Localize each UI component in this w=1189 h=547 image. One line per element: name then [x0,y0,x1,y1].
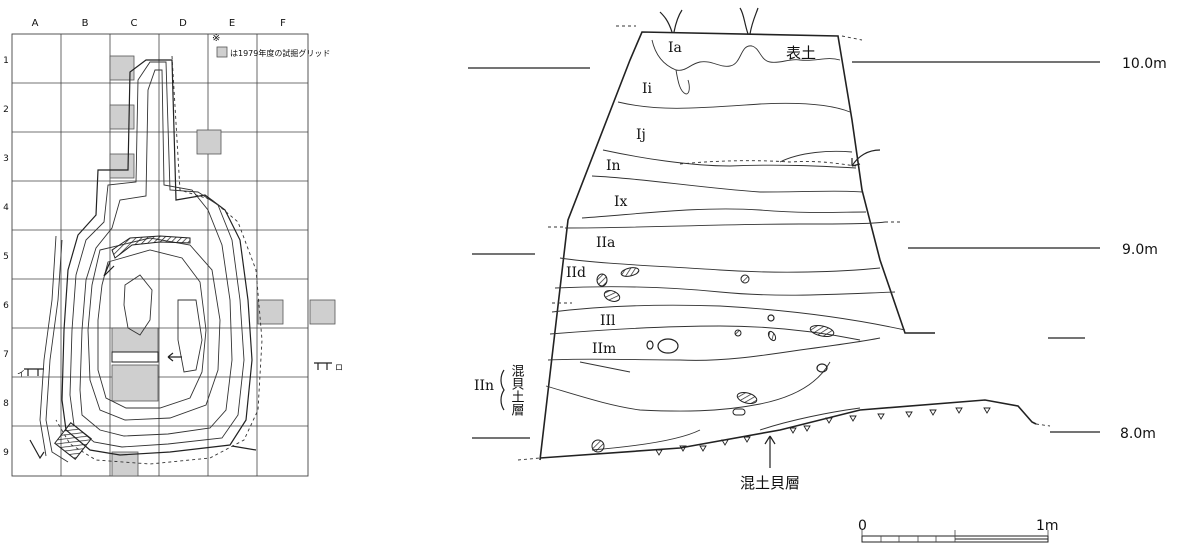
col-label-e: E [229,18,235,29]
shell-triangles [655,407,991,456]
layer-label-iil: IIl [600,313,616,329]
section-marker-right-label: ロ [335,363,343,372]
row-label-7: 7 [3,350,9,360]
layer-label-in: In [606,158,621,174]
hatched-feature-lower [54,422,92,460]
arrow-up-icon [764,435,776,468]
plan-tick-mark [231,445,257,451]
section-marker-left: イ [17,368,44,378]
layer-label-iid: IId [566,265,586,281]
iin-side-label: 混貝土層 [509,364,525,417]
plan-map: A B C D E F 1 2 3 4 5 6 7 8 9 [3,18,343,477]
hatched-feature-upper [111,235,191,259]
scale-bar: 0 1m [858,518,1059,543]
section-marker-left-label: イ [17,369,25,378]
section-arrow-icon [167,352,182,362]
bottom-layer-label: 混土貝層 [740,474,800,492]
row-label-9: 9 [3,448,9,458]
col-label-f: F [280,18,286,29]
row-label-4: 4 [3,203,9,213]
section-drawing: 10.0m 9.0m 8.0m [468,7,1167,543]
layer-label-ii: Ii [642,81,653,97]
arrow-right-icon [851,149,881,167]
section-trench [111,351,159,363]
layer-boundaries [545,39,906,451]
layer-label-iim: IIm [592,341,616,357]
vegetation-marks [659,7,759,35]
row-label-1: 1 [3,56,9,66]
section-outline [539,31,935,461]
row-label-5: 5 [3,252,9,262]
level-8m: 8.0m [1120,426,1156,442]
site-contours [39,55,263,465]
row-label-3: 3 [3,154,9,164]
topsoil-label: 表土 [786,44,816,62]
col-label-b: B [82,18,89,29]
scale-start-label: 0 [858,518,867,534]
col-label-a: A [32,18,39,29]
section-dashed-ticks [517,25,1051,461]
col-label-d: D [179,18,187,29]
legend-note-mark: ※ [212,33,220,44]
section-base-line [539,399,1037,459]
layer-label-ix: Ix [614,194,628,210]
row-label-8: 8 [3,399,9,409]
row-label-6: 6 [3,301,9,311]
scale-end-label: 1m [1036,518,1059,534]
section-marker-right: ロ [314,362,343,372]
level-9m: 9.0m [1122,242,1158,258]
layer-label-iin: IIn [474,378,494,394]
iin-brace [500,369,505,411]
feature-arrowhead [103,261,115,277]
level-lines [468,61,1100,439]
legend-text: は1979年度の試掘グリッド [230,48,330,58]
inclusions [591,267,835,453]
col-label-c: C [131,18,138,29]
plan-north-mark [29,439,45,460]
layer-label-ij: Ij [636,127,646,143]
row-label-2: 2 [3,105,9,115]
plan-grid [11,33,309,477]
layer-label-iia: IIa [596,235,615,251]
test-grid-squares [109,55,336,477]
legend-swatch [216,46,228,58]
layer-label-ia: Ia [668,40,682,56]
level-10m: 10.0m [1122,56,1167,72]
